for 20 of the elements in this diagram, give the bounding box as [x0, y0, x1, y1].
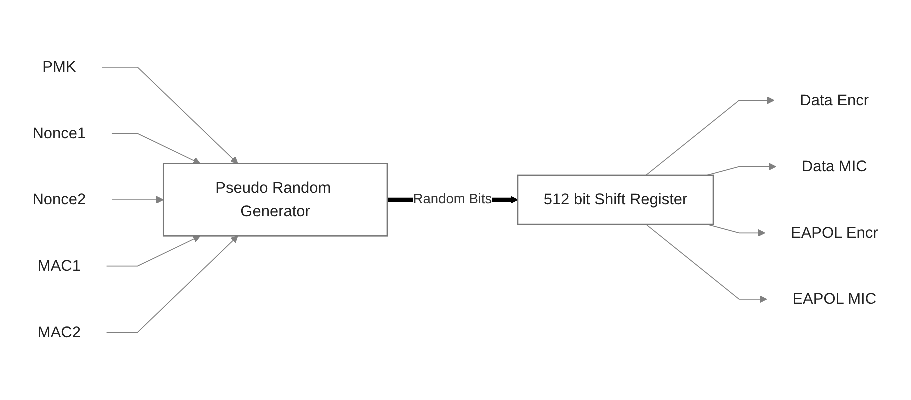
arrow	[112, 196, 164, 204]
arrow	[646, 224, 768, 304]
arrow	[646, 96, 775, 176]
node-box: Pseudo Random Generator	[162, 163, 388, 237]
arrow	[106, 236, 238, 333]
node-text: Data MIC	[802, 158, 868, 176]
node-text: PMK	[42, 58, 76, 76]
arrow	[706, 163, 776, 176]
node-text: EAPOL Encr	[790, 224, 878, 242]
node-box: 512 bit Shift Register	[517, 174, 714, 226]
node-text: Data Encr	[800, 92, 870, 109]
edge-label: Random Bits	[413, 192, 492, 207]
arrow	[106, 236, 201, 267]
node-text: Nonce1	[32, 124, 86, 142]
arrow	[102, 66, 238, 164]
node-text: MAC1	[38, 257, 81, 274]
node-text: Nonce2	[32, 190, 86, 208]
arrow	[112, 133, 201, 164]
node-text: MAC2	[38, 324, 81, 341]
node-text: EAPOL MIC	[792, 290, 877, 308]
